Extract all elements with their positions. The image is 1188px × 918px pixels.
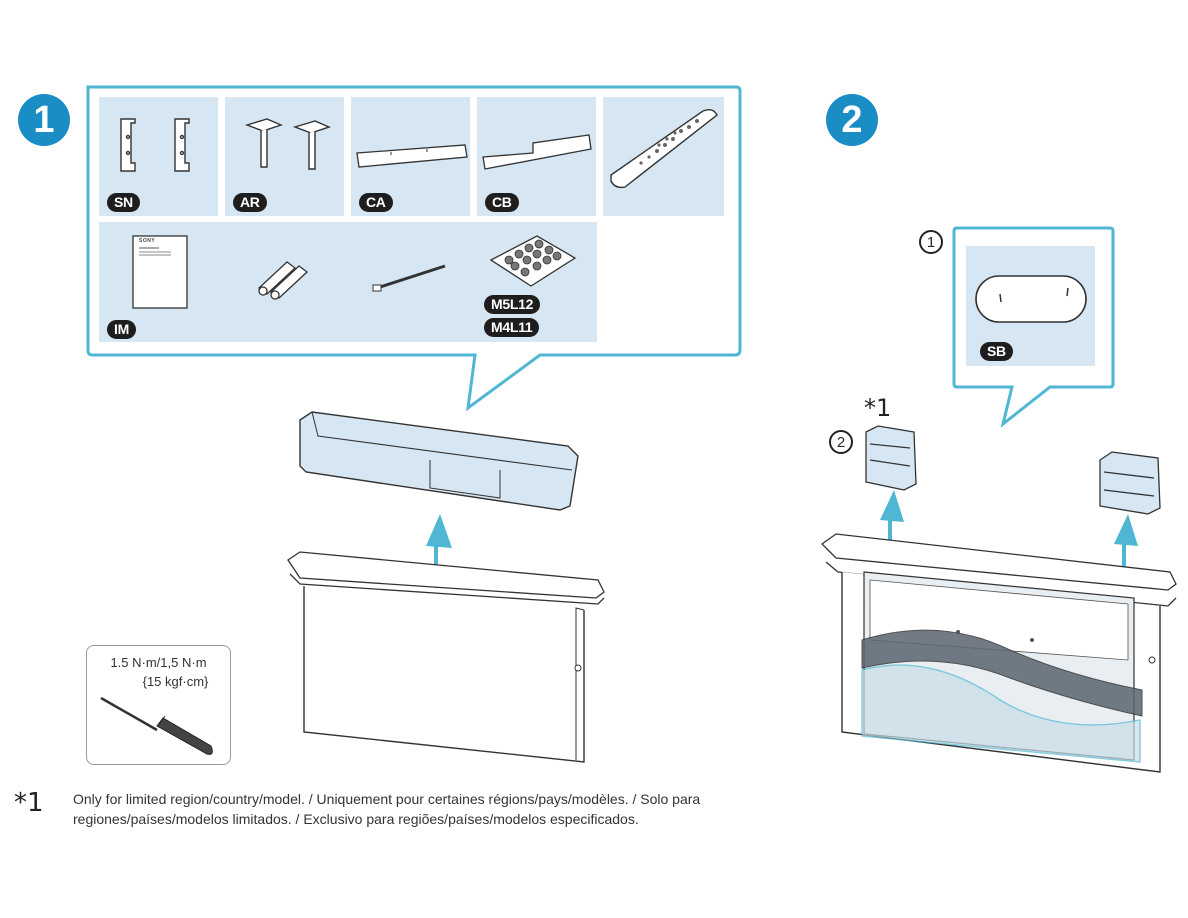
stand-base-icon xyxy=(975,275,1087,323)
part-cell-remote xyxy=(603,97,724,216)
label-ca: CA xyxy=(359,193,393,212)
label-sn: SN xyxy=(107,193,140,212)
screwdriver-icon xyxy=(100,696,213,755)
torque-value-kgf: {15 kgf·cm} xyxy=(142,674,209,689)
part-cell-cb: CB xyxy=(477,97,596,216)
cable-cover-a-icon xyxy=(356,144,468,168)
footnote-line-1: Only for limited region/country/model. /… xyxy=(73,791,701,807)
stand-arm-icon xyxy=(244,118,331,170)
part-row-accessories: SONY IM M5L12 M4L11 xyxy=(99,222,597,342)
step-1-badge: 1 xyxy=(18,94,70,146)
label-m5l12: M5L12 xyxy=(484,295,541,314)
cable-cover-b-icon xyxy=(482,134,592,170)
label-ar: AR xyxy=(233,193,267,212)
torque-box: 1.5 N·m/1,5 N·m {15 kgf·cm} xyxy=(86,645,231,765)
label-sb: SB xyxy=(980,342,1013,361)
footnote-marker: *1 xyxy=(14,788,44,818)
part-cell-ca: CA xyxy=(351,97,470,216)
part-cell-sn: SN xyxy=(99,97,218,216)
label-m4l11: M4L11 xyxy=(484,318,540,337)
asterisk-note-marker: *1 xyxy=(864,394,892,422)
manual-logo: SONY xyxy=(139,238,156,244)
remote-control-icon xyxy=(610,108,718,189)
torque-value: 1.5 N·m/1,5 N·m xyxy=(110,655,207,670)
substep-2-marker: 2 xyxy=(829,430,853,454)
label-cb: CB xyxy=(485,193,519,212)
footnote-line-2: regiones/países/modelos limitados. / Exc… xyxy=(73,811,639,827)
stand-neck-icon xyxy=(120,118,190,172)
part-cell-sb: SB xyxy=(966,246,1095,366)
accessories-illustration xyxy=(132,235,577,309)
label-im: IM xyxy=(107,320,136,339)
part-cell-ar: AR xyxy=(225,97,344,216)
substep-1-marker: 1 xyxy=(919,230,943,254)
step-2-badge: 2 xyxy=(826,94,878,146)
